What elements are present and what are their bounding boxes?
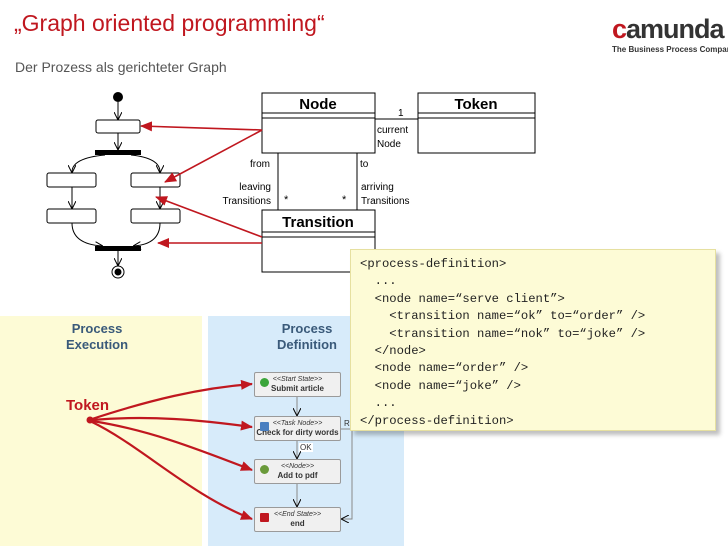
graph-edge — [71, 222, 102, 246]
process-definition-code: <process-definition> ... <node name=“ser… — [350, 249, 716, 431]
process-definition-label: Process Definition — [262, 321, 352, 353]
process-graph — [46, 92, 181, 279]
camunda-logo: camunda The Business Process Company — [612, 14, 728, 62]
token-class-box — [417, 92, 536, 154]
end-state-icon — [260, 513, 269, 522]
join-bar — [95, 246, 141, 251]
slide-subtitle: Der Prozess als gerichteter Graph — [15, 59, 227, 75]
end-node-inner — [114, 268, 122, 276]
task-node-icon — [260, 422, 269, 431]
code-line: ... — [360, 396, 397, 411]
node-mapping-arrow — [140, 121, 263, 132]
node-mapping-arrow — [164, 129, 263, 183]
logo-wordmark: camunda — [612, 14, 725, 44]
token-arrow — [91, 419, 253, 472]
uml-class-diagram: Node Token 1 current Node Transition fro… — [222, 92, 536, 273]
workflow-edge — [341, 428, 353, 519]
graph-edge — [134, 222, 161, 246]
slide-title: „Graph oriented programming“ — [14, 10, 325, 36]
token-label: Token — [66, 397, 110, 414]
code-line: <node name=“joke” /> — [360, 378, 521, 393]
transition-mapping-arrow — [155, 196, 263, 238]
workflow-node: <<Start State>> Submit article — [254, 372, 341, 397]
code-line: ... — [360, 274, 397, 289]
process-execution-label: Process Execution — [52, 321, 142, 353]
workflow-node-stereotype: <<End State>> — [273, 511, 322, 518]
fork-bar — [95, 150, 141, 155]
logo-rest: amunda — [626, 14, 725, 44]
leaving-label-line1: leaving — [239, 182, 271, 193]
current-node-label-line1: current — [377, 125, 408, 136]
start-state-icon — [260, 378, 269, 387]
node-class-name: Node — [299, 96, 337, 113]
graph-edge — [72, 154, 106, 172]
code-line: </node> — [360, 344, 426, 359]
multiplicity-star-left: * — [284, 194, 289, 206]
arriving-label-line2: Transitions — [361, 196, 410, 207]
code-line: <transition name=“ok” to=“order” /> — [360, 309, 646, 324]
workflow-node-name: end — [290, 519, 305, 528]
workflow-node: <<End State>> end — [254, 507, 341, 532]
logo-tagline: The Business Process Company — [612, 45, 728, 54]
workflow-node: <<Node>> Add to pdf — [254, 459, 341, 484]
current-node-label-line2: Node — [377, 139, 401, 150]
workflow-edges — [297, 397, 353, 519]
workflow-node: <<Task Node>> Check for dirty words — [254, 416, 341, 441]
from-label: from — [250, 159, 270, 170]
node-class-box — [261, 92, 376, 154]
transition-re-label: Re — [344, 419, 354, 428]
code-line: <transition name=“nok” to=“joke” /> — [360, 326, 646, 341]
graph-node — [46, 172, 97, 188]
transition-ok-label: OK — [299, 443, 313, 452]
workflow-node-name: Add to pdf — [277, 471, 318, 480]
code-line: <process-definition> — [360, 257, 507, 271]
graph-node — [130, 172, 181, 188]
process-execution-label-line1: Process — [71, 321, 123, 336]
node-gear-icon — [260, 465, 269, 474]
graph-node — [46, 208, 97, 224]
token-arrow — [91, 421, 253, 521]
workflow-node-stereotype: <<Node>> — [280, 463, 315, 470]
arriving-label-line1: arriving — [361, 182, 394, 193]
process-definition-label-line1: Process — [281, 321, 333, 336]
graph-node — [95, 119, 141, 134]
process-execution-panel — [0, 316, 202, 546]
token-arrow — [91, 416, 253, 431]
graph-edge — [130, 154, 160, 172]
code-line: <node name=“serve client”> — [360, 291, 565, 306]
multiplicity-one: 1 — [398, 108, 404, 119]
workflow-node-name: Check for dirty words — [256, 428, 339, 437]
leaving-label-line2: Transitions — [222, 196, 271, 207]
token-arrow — [91, 379, 253, 421]
token-arrows — [86, 379, 253, 521]
graph-node — [130, 208, 181, 224]
workflow-node-stereotype: <<Start State>> — [272, 376, 323, 383]
process-definition-label-line2: Definition — [277, 337, 337, 352]
to-label: to — [360, 159, 369, 170]
mapping-arrows — [140, 121, 263, 248]
process-execution-label-line2: Execution — [65, 337, 129, 352]
workflow-node-stereotype: <<Task Node>> — [272, 420, 323, 427]
transition-class-name: Transition — [282, 214, 354, 231]
token-class-name: Token — [454, 96, 497, 113]
code-line: <node name=“order” /> — [360, 361, 529, 376]
workflow-node-name: Submit article — [271, 384, 324, 393]
multiplicity-star-right: * — [342, 194, 347, 206]
token-dot — [86, 416, 94, 424]
code-line: </process-definition> — [360, 413, 514, 428]
logo-first-letter: c — [612, 14, 627, 44]
start-node — [113, 92, 123, 102]
